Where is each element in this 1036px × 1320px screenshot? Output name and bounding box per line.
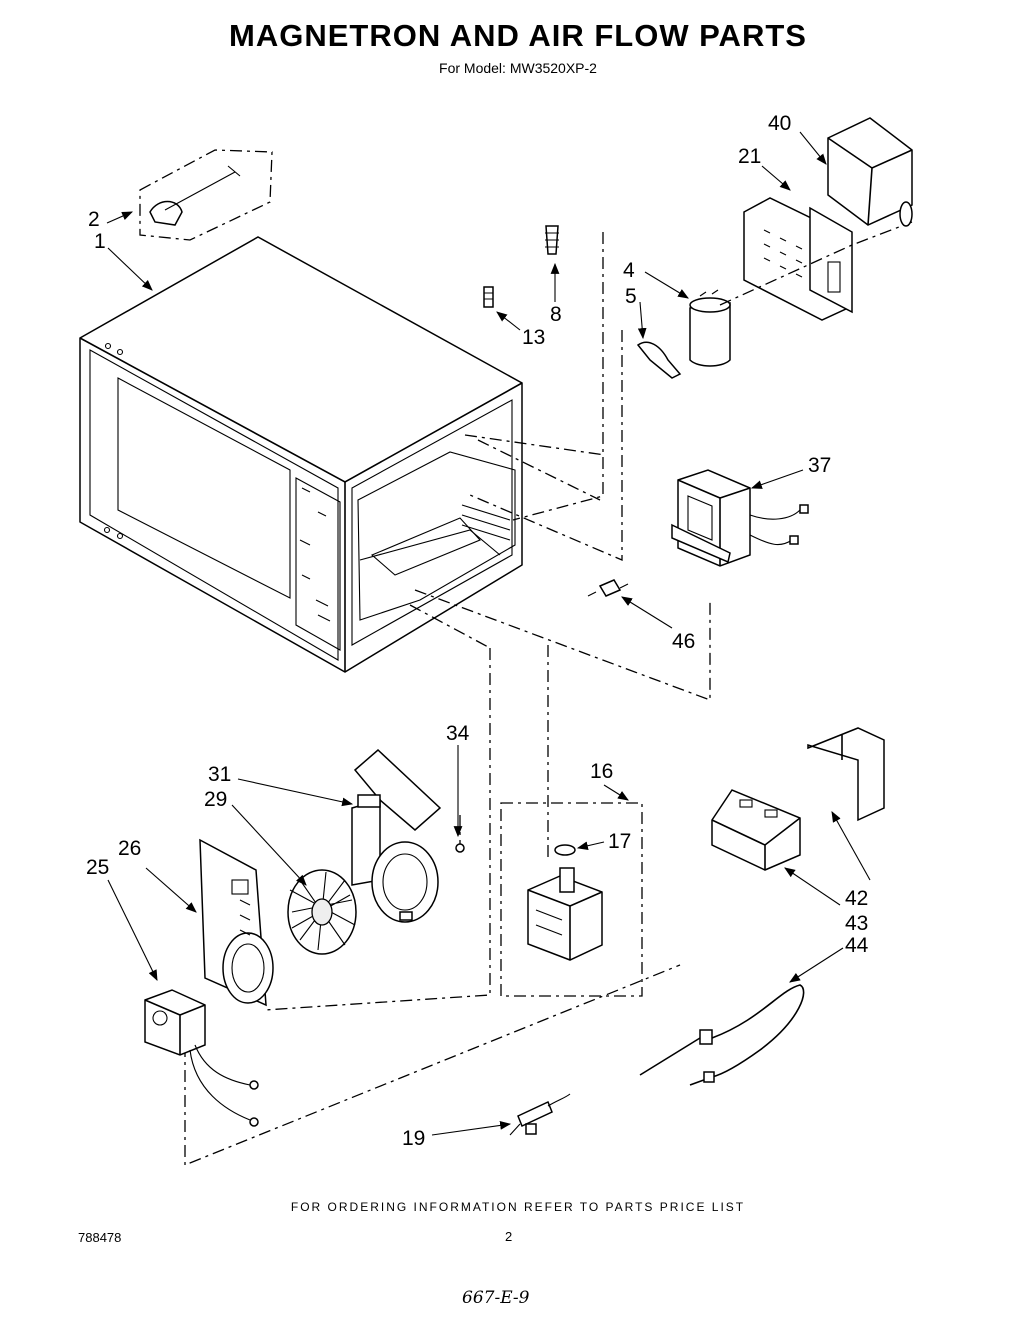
callout-40: 40 (768, 112, 791, 135)
page-title: MAGNETRON AND AIR FLOW PARTS (229, 18, 807, 53)
model-subtitle: For Model: MW3520XP-2 (439, 60, 597, 76)
cabinet-part (79, 236, 523, 673)
transformer-part (671, 469, 809, 567)
callout-43: 43 (845, 912, 868, 935)
probe-part (639, 984, 805, 1086)
callout-25: 25 (86, 856, 109, 879)
callout-16: 16 (590, 760, 613, 783)
screw-parts (483, 225, 559, 308)
callout-46: 46 (672, 630, 695, 653)
callout-29: 29 (204, 788, 227, 811)
callout-8: 8 (550, 303, 562, 326)
callout-13: 13 (522, 326, 545, 349)
fan-motor-part (144, 989, 259, 1127)
ordering-info-note: FOR ORDERING INFORMATION REFER TO PARTS … (290, 1200, 746, 1214)
fan-bracket-part (199, 838, 274, 1007)
capacitor-part (636, 289, 731, 379)
air-guide-part (351, 748, 465, 923)
callout-19: 19 (402, 1127, 425, 1150)
callout-1: 1 (94, 230, 106, 253)
document-number: 788478 (78, 1230, 122, 1245)
cover-parts (711, 727, 885, 871)
callout-34: 34 (446, 722, 470, 745)
callout-26: 26 (118, 837, 141, 860)
thermal-fuse-part (587, 579, 629, 597)
callout-42: 42 (845, 887, 868, 910)
leader-lines (106, 131, 871, 1136)
callout-labels: 1 2 4 5 8 13 16 17 19 21 25 26 29 31 34 … (86, 112, 869, 1150)
latch-part (139, 149, 273, 241)
callout-21: 21 (738, 145, 761, 168)
callout-5: 5 (625, 285, 637, 308)
callout-44: 44 (845, 934, 869, 957)
callout-2: 2 (88, 208, 100, 231)
callout-17: 17 (608, 830, 631, 853)
assembly-dashed-lines (184, 232, 711, 1166)
handwritten-note: 667-E-9 (462, 1288, 530, 1308)
bracket-cover-parts (719, 117, 913, 321)
page-number: 2 (505, 1229, 513, 1244)
callout-31: 31 (208, 763, 231, 786)
magnetron-part (500, 802, 643, 997)
fan-blade-part (287, 869, 357, 955)
callout-37: 37 (808, 454, 831, 477)
diode-part (509, 1093, 571, 1136)
callout-4: 4 (623, 259, 635, 282)
